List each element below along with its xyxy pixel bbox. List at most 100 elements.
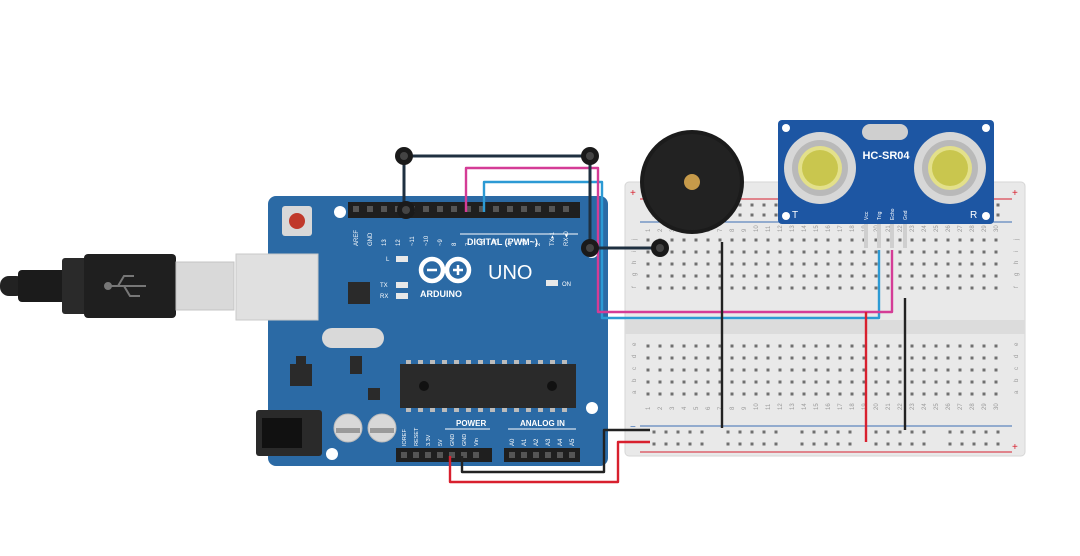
voltage-regulator	[290, 364, 312, 386]
row-letter: d	[632, 355, 638, 358]
column-number: 3	[670, 406, 676, 410]
column-number: 16	[826, 225, 832, 232]
crystal	[862, 124, 908, 140]
crystal-oscillator	[322, 328, 384, 348]
wire-black-gnd	[460, 428, 650, 474]
digital-pin-label: 2	[536, 242, 542, 246]
usb-controller-chip	[348, 282, 370, 304]
column-number: 2	[658, 228, 664, 232]
sensor-pin-label: Echo	[890, 208, 896, 220]
row-letter: b	[632, 378, 638, 382]
wire-pink-echo	[464, 166, 866, 314]
row-letter: c	[632, 367, 638, 370]
column-number: 1	[646, 406, 652, 410]
sensor-t-mark: T	[792, 210, 798, 221]
column-number: 8	[730, 228, 736, 232]
analog-pin-label: A4	[558, 438, 564, 446]
column-number: 18	[850, 225, 856, 232]
sensor-model: HC-SR04	[862, 150, 910, 162]
led-l-label: L	[386, 257, 390, 263]
column-number: 10	[754, 225, 760, 232]
analog-pin-label: A1	[522, 438, 528, 446]
digital-pin-label: TX▸1	[550, 231, 556, 246]
power-pin-label: 3.3V	[426, 434, 432, 446]
column-number: 14	[802, 403, 808, 410]
column-number: 17	[838, 225, 844, 232]
column-number: 10	[754, 403, 760, 410]
row-letter: d	[1014, 355, 1020, 358]
column-number: 15	[814, 403, 820, 410]
analog-pin-label: A2	[534, 438, 540, 446]
column-number: 13	[790, 403, 796, 410]
column-number: 2	[658, 406, 664, 410]
wire-red-5v	[448, 440, 650, 484]
wire-junctions	[395, 147, 669, 257]
led-tx-label: TX	[380, 283, 388, 289]
sensor-r-mark: R	[970, 210, 977, 221]
analog-pin-label: A0	[510, 438, 516, 446]
row-letter: e	[1014, 342, 1020, 346]
column-number: 5	[694, 406, 700, 410]
column-number: 1	[646, 228, 652, 232]
row-letter: b	[1014, 378, 1020, 382]
column-number: 11	[766, 403, 772, 410]
sensor-pin-label: Vcc	[864, 211, 870, 220]
power-pin-label: RESET	[414, 427, 420, 446]
column-number: 29	[982, 225, 988, 232]
rail-plus-bottom: +	[1012, 442, 1018, 453]
digital-pin-label: 12	[396, 239, 402, 246]
power-pin-label: IOREF	[402, 429, 408, 446]
usb-symbol-icon	[104, 275, 146, 297]
digital-pin-label: ~3	[522, 238, 528, 246]
rail-minus-bottom: −	[630, 422, 636, 433]
analog-header[interactable]	[504, 448, 580, 462]
row-letter: c	[1014, 367, 1020, 370]
column-number: 22	[898, 225, 904, 232]
usb-cable	[0, 254, 235, 318]
power-label: POWER	[456, 419, 486, 428]
transducer-left	[784, 132, 856, 204]
row-letter: h	[632, 261, 638, 264]
wire-blue-trig	[482, 180, 881, 320]
analog-label: ANALOG IN	[520, 419, 565, 428]
column-number: 14	[802, 225, 808, 232]
led-tx	[396, 282, 408, 288]
row-letter: j	[1014, 239, 1020, 241]
column-number: 25	[934, 225, 940, 232]
column-number: 21	[886, 225, 892, 232]
power-pin-label: GND	[450, 434, 456, 446]
piezo-buzzer[interactable]	[640, 130, 744, 234]
column-number: 12	[778, 225, 784, 232]
digital-pin-label: GND	[368, 232, 374, 246]
led-rx-label: RX	[380, 294, 388, 300]
column-number: 26	[946, 403, 952, 410]
column-number: 23	[910, 403, 916, 410]
row-letter: g	[1014, 273, 1020, 276]
mounting-hole	[326, 448, 338, 460]
row-letter: f	[632, 286, 638, 288]
power-pin-label: Vin	[474, 438, 480, 446]
row-letter: e	[632, 342, 638, 346]
column-number: 4	[682, 406, 688, 410]
column-number: 6	[706, 406, 712, 410]
row-letter: a	[1014, 390, 1020, 394]
analog-pin-label: A3	[546, 438, 552, 446]
atmega-chip	[400, 360, 576, 412]
usb-b-port	[235, 253, 319, 321]
digital-pin-label: 7	[466, 242, 472, 246]
sensor-pin-label: Trig	[877, 211, 883, 220]
power-header[interactable]	[396, 448, 492, 462]
led-l	[396, 256, 408, 262]
bottom-header-sockets	[401, 452, 575, 458]
column-number: 21	[886, 403, 892, 410]
column-number: 7	[718, 228, 724, 232]
column-number: 15	[814, 225, 820, 232]
column-number: 30	[994, 403, 1000, 410]
column-number: 24	[922, 403, 928, 410]
digital-pin-label: AREF	[354, 230, 360, 246]
